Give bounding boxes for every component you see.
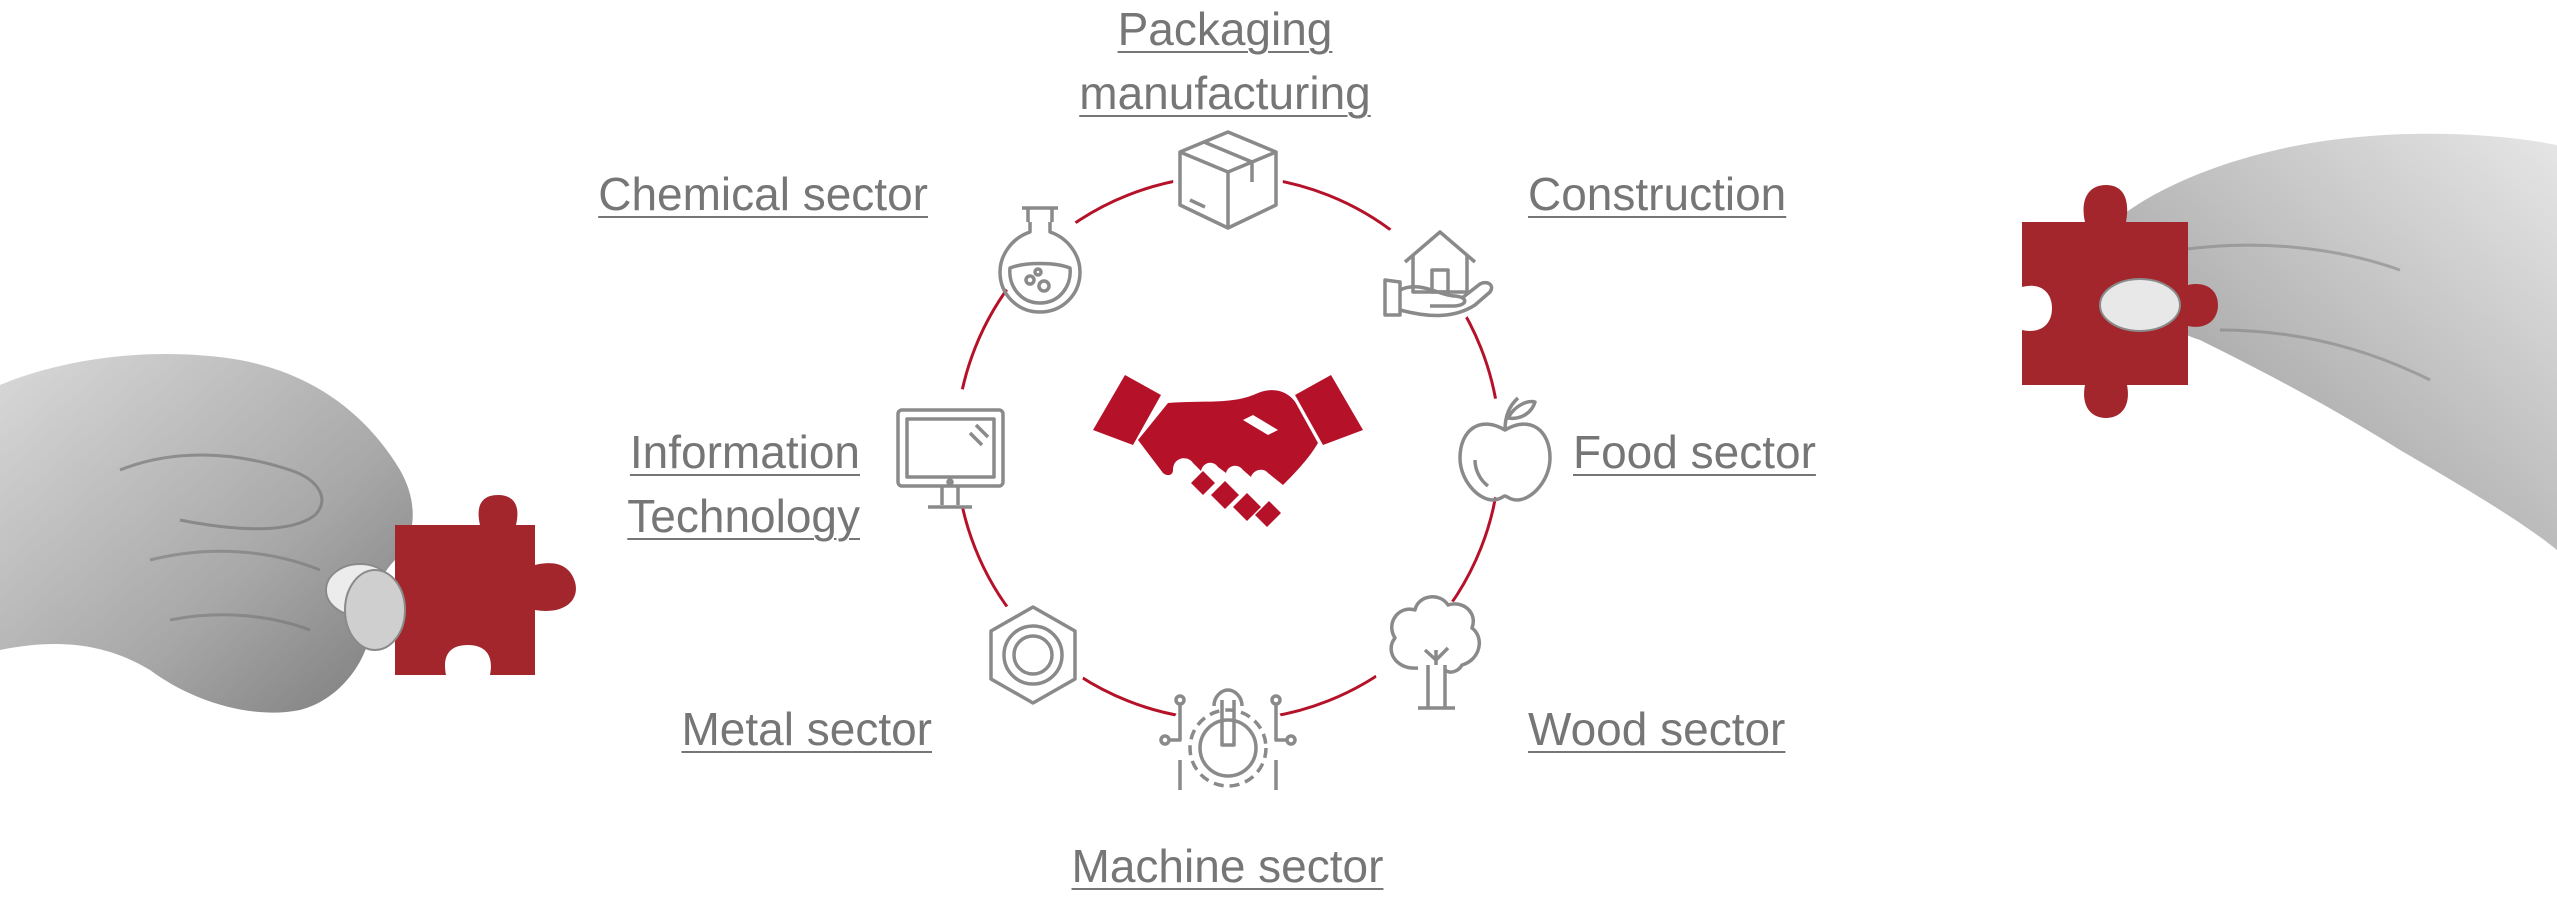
tree-icon [1389,595,1482,710]
left-puzzle-piece [395,495,576,675]
metal-sector-link[interactable]: Metal sector [620,697,932,761]
hex-nut-icon [989,605,1077,705]
construction-link[interactable]: Construction [1528,162,1786,226]
left-hand-image [0,354,413,713]
packaging-label-line2: manufacturing [1079,67,1371,119]
construction-label: Construction [1528,168,1787,220]
wood-sector-label: Wood sector [1528,703,1786,755]
flask-icon [998,206,1082,314]
chemical-sector-link[interactable]: Chemical sector [520,162,928,226]
chemical-sector-label: Chemical sector [598,168,928,220]
right-hand-image [2099,133,2557,550]
information-technology-link[interactable]: Information Technology [560,420,860,548]
monitor-icon [896,408,1005,509]
machine-sector-label: Machine sector [1071,840,1384,892]
packaging-label-line1: Packaging [1117,3,1333,55]
gear-wrench-icon [1159,688,1297,790]
box-icon [1178,130,1278,230]
food-sector-label: Food sector [1573,426,1816,478]
food-sector-link[interactable]: Food sector [1573,420,1816,484]
wood-sector-link[interactable]: Wood sector [1528,697,1785,761]
packaging-manufacturing-link[interactable]: Packaging manufacturing [1060,0,1390,125]
house-in-hand-icon [1383,230,1494,318]
apple-icon [1458,396,1552,502]
metal-sector-label: Metal sector [681,703,932,755]
machine-sector-link[interactable]: Machine sector [1030,834,1425,898]
it-label-line2: Technology [627,490,860,542]
handshake-icon [1093,375,1363,527]
it-label-line1: Information [629,426,860,478]
